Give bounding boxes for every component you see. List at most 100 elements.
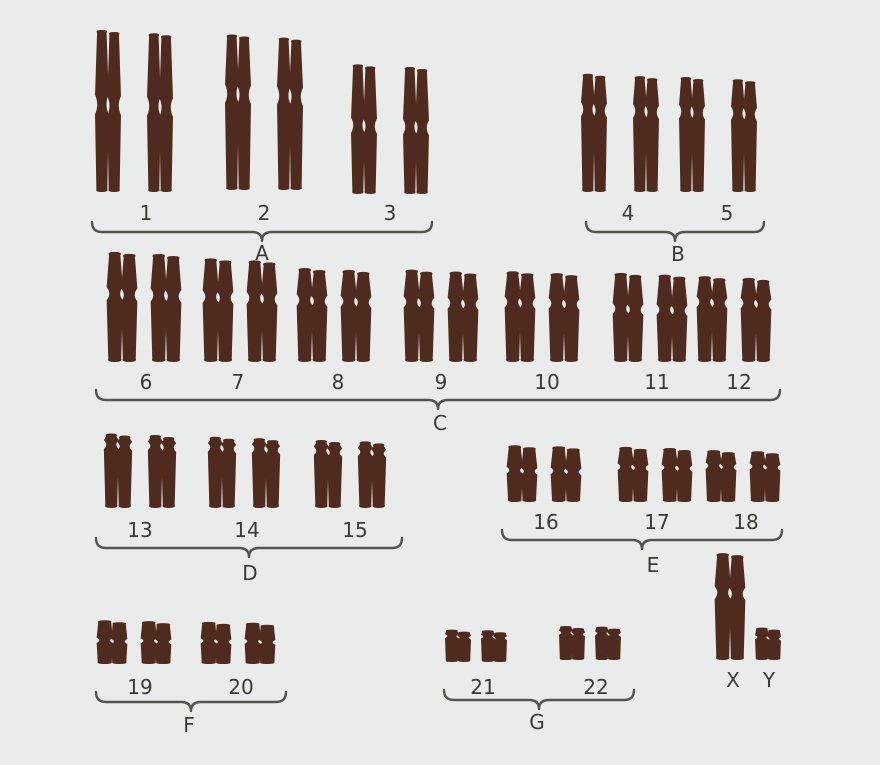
chromatid: [215, 624, 231, 664]
chromatid: [111, 622, 127, 664]
chromatid: [203, 258, 219, 362]
group-label: G: [529, 710, 545, 734]
chromatid: [457, 632, 471, 662]
chromatid: [551, 446, 567, 502]
pair-label: 2: [258, 201, 271, 225]
chromatid: [363, 66, 377, 194]
chromatid: [225, 34, 239, 190]
pair-label: 22: [583, 675, 608, 699]
chromatid: [507, 445, 523, 502]
pair-label: 19: [127, 675, 152, 699]
chromatid: [311, 270, 327, 362]
y-chromosome: [755, 628, 781, 660]
chromatid: [595, 627, 609, 660]
chromatid: [107, 252, 123, 362]
chromatid: [720, 452, 736, 502]
group-label: B: [671, 242, 685, 266]
chromatid: [297, 268, 313, 362]
chromosome: [559, 626, 585, 660]
pair-label: 8: [332, 370, 345, 394]
chromatid: [657, 275, 673, 362]
chromatid: [581, 74, 595, 192]
chromatid: [645, 78, 659, 192]
chromatid: [97, 620, 113, 664]
pair-label: 10: [534, 370, 559, 394]
pair-label: 17: [644, 510, 669, 534]
chromatid: [151, 254, 167, 362]
pair-label: 18: [733, 510, 758, 534]
chromatid: [107, 32, 121, 192]
chromatid: [697, 276, 713, 362]
chromatid: [607, 629, 621, 660]
chromosome: [595, 627, 621, 660]
chromatid: [676, 450, 692, 502]
chromatid: [95, 30, 109, 192]
pair-label: 4: [622, 201, 635, 225]
chromatid: [121, 254, 137, 362]
pair-label: 6: [140, 370, 153, 394]
chromatid: [563, 275, 579, 362]
group-label: A: [255, 241, 269, 265]
chromatid: [159, 35, 173, 192]
chromatid: [355, 272, 371, 362]
chromatid: [217, 260, 233, 362]
chromosome: [445, 630, 471, 662]
chromatid: [165, 256, 181, 362]
group-label: E: [647, 553, 660, 577]
chromatid: [418, 272, 434, 362]
pair-label: 20: [228, 675, 253, 699]
chromatid: [445, 630, 459, 662]
chromatid: [403, 67, 417, 194]
chromatid: [632, 449, 648, 502]
chromatid: [750, 451, 766, 502]
pair-label: 3: [384, 201, 397, 225]
chromatid: [448, 272, 464, 362]
chromatid: [277, 38, 291, 190]
pair-label: 15: [342, 518, 367, 542]
chromatid: [481, 630, 495, 662]
sex-chromosome-label: X: [726, 668, 740, 692]
pair-label: 14: [234, 518, 259, 542]
chromatid: [404, 270, 420, 362]
chromatid: [593, 76, 607, 192]
chromatid: [743, 81, 757, 192]
pair-label: 11: [644, 370, 669, 394]
chromatid: [741, 278, 757, 362]
chromatid: [141, 621, 157, 664]
chromatid: [691, 79, 705, 192]
chromosome: [481, 630, 507, 662]
chromatid: [755, 628, 769, 660]
pair-label: 9: [435, 370, 448, 394]
chromatid: [571, 628, 585, 660]
chromatid: [341, 270, 357, 362]
chromatid: [613, 273, 629, 362]
pair-label: 16: [533, 510, 558, 534]
pair-label: 21: [470, 675, 495, 699]
chromatid: [549, 273, 565, 362]
chromatid: [261, 262, 277, 362]
chromatid: [245, 623, 261, 664]
group-label: D: [242, 561, 257, 585]
chromatid: [559, 626, 573, 660]
chromatid: [289, 40, 303, 190]
chromatid: [351, 64, 365, 194]
chromatid: [715, 553, 731, 660]
chromatid: [731, 79, 745, 192]
chromatid: [627, 275, 643, 362]
chromatid: [201, 622, 217, 664]
sex-chromosome-label: Y: [762, 668, 776, 692]
chromatid: [767, 630, 781, 660]
chromatid: [671, 277, 687, 362]
chromatid: [565, 448, 581, 502]
chromatid: [662, 448, 678, 502]
group-label: C: [433, 411, 447, 435]
pair-label: 12: [726, 370, 751, 394]
chromatid: [618, 447, 634, 502]
pair-label: 7: [232, 370, 245, 394]
chromatid: [147, 33, 161, 192]
chromatid: [706, 450, 722, 502]
chromatid: [521, 447, 537, 502]
chromatid: [415, 69, 429, 194]
chromatid: [711, 278, 727, 362]
